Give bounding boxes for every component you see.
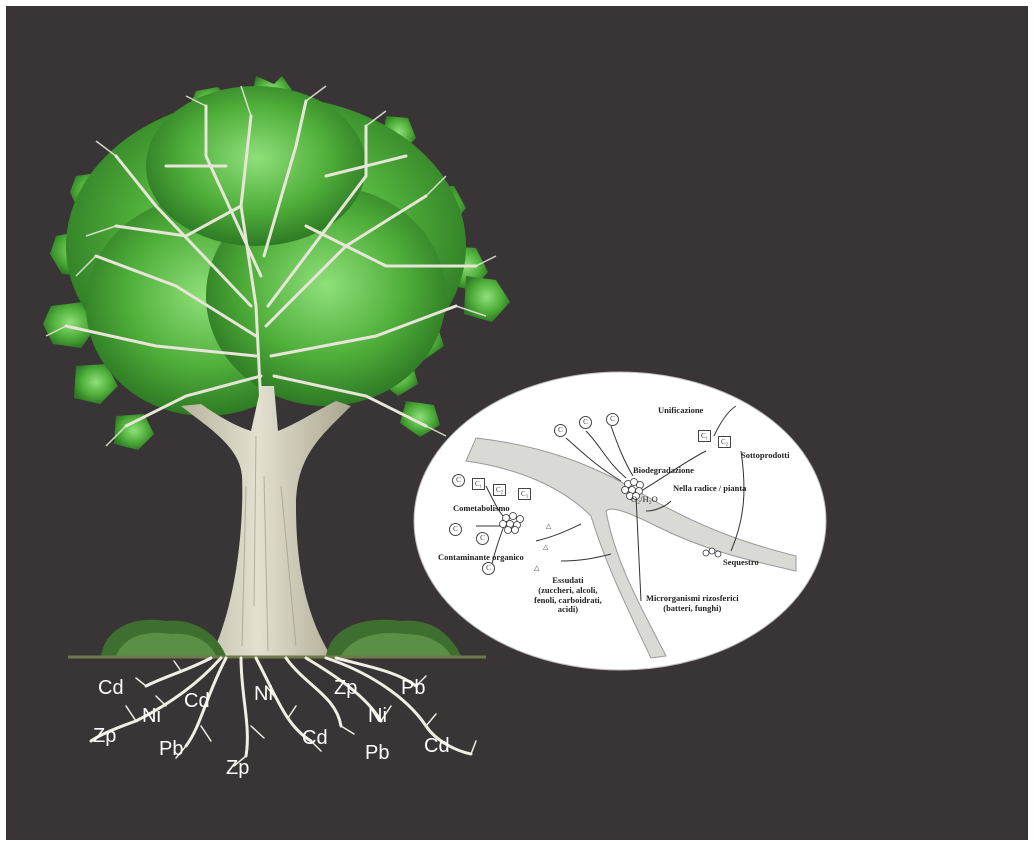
label-nella-radice: Nella radice / pianta	[673, 484, 746, 494]
metal-label-ni: Ni	[142, 706, 161, 726]
contaminant-circle-icon: C	[606, 413, 619, 426]
metal-label-zp: Zp	[334, 678, 357, 698]
label-unificazione: Unificazione	[658, 406, 703, 416]
contaminant-circle-icon: C	[579, 416, 592, 429]
contaminant-circle-icon: C	[476, 532, 489, 545]
contaminant-triangle-icon: △	[534, 564, 539, 572]
contaminant-circle-icon: C	[554, 424, 567, 437]
label-essudati-line: acidi)	[534, 605, 602, 615]
label-cometabolismo: Cometabolismo	[453, 504, 510, 514]
metal-label-pb: Pb	[159, 739, 183, 759]
byproduct-box-icon: C₃	[518, 488, 531, 500]
contaminant-triangle-icon: △	[546, 522, 551, 530]
metal-label-zp: Zp	[93, 726, 116, 746]
metal-label-cd: Cd	[424, 736, 450, 756]
metal-label-cd: Cd	[302, 728, 328, 748]
contaminant-circle-icon: C	[482, 562, 495, 575]
label-microrganismi: Microrganismi rizosferici (batteri, fung…	[646, 594, 739, 614]
tree-trunk	[181, 386, 351, 656]
label-sottoprodotti: Sottoprodotti	[741, 451, 790, 461]
contaminant-triangle-icon: △	[543, 543, 548, 551]
byproduct-box-icon: C₂	[493, 484, 506, 496]
contaminant-circle-icon: C	[452, 474, 465, 487]
byproduct-box-icon: C₁	[698, 430, 711, 442]
label-microrganismi-line: (batteri, funghi)	[646, 604, 739, 614]
label-essudati: Essudati (zuccheri, alcoli, fenoli, carb…	[534, 576, 602, 615]
metal-label-cd: Cd	[184, 691, 210, 711]
label-contaminante-organico: Contaminante organico	[438, 553, 524, 563]
label-co2-h2o: O₂/H₂O	[631, 495, 658, 505]
metal-label-cd: Cd	[98, 678, 124, 698]
contaminant-circle-icon: C	[449, 523, 462, 536]
rhizosphere-inset	[414, 372, 826, 670]
byproduct-box-icon: C₂	[718, 436, 731, 448]
metal-label-ni: Ni	[254, 684, 273, 704]
metal-label-zp: Zp	[226, 758, 249, 778]
byproduct-box-icon: C₁	[472, 478, 485, 490]
label-biodegradazione: Biodegradazione	[633, 466, 694, 476]
label-sequestro: Sequestro	[723, 558, 759, 568]
metal-label-pb: Pb	[365, 743, 389, 763]
diagram-canvas: Cd Cd Cd Cd Ni Ni Ni Zp Zp Zp Pb Pb Pb U…	[6, 6, 1028, 840]
metal-label-pb: Pb	[401, 678, 425, 698]
metal-label-ni: Ni	[368, 706, 387, 726]
